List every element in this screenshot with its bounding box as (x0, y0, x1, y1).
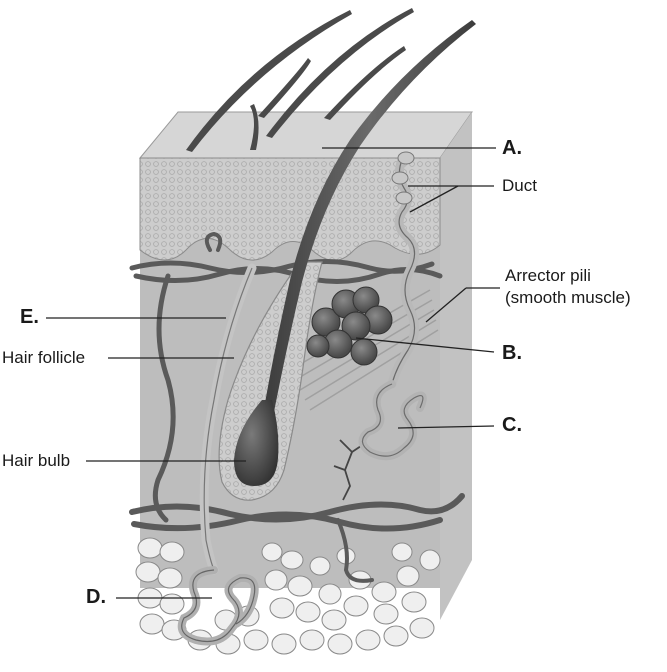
label-hair-follicle: Hair follicle (2, 348, 86, 367)
label-arrector-pili: Arrector pili (505, 266, 591, 285)
label-smooth-muscle: (smooth muscle) (505, 288, 631, 307)
duct-pores (391, 151, 415, 205)
leader-arrector (425, 287, 467, 323)
subcutaneous-fat (135, 537, 441, 655)
sweat-duct-outline (391, 159, 416, 385)
sweat-gland-coil-outline (361, 383, 424, 457)
block-side-face (440, 112, 472, 620)
label-a: A. (502, 137, 522, 159)
label-c: C. (502, 414, 522, 436)
lower-vessel-plexus (129, 493, 465, 583)
deep-gland-coil-outline (181, 569, 256, 643)
deep-gland-duct-outline (203, 267, 253, 571)
leader-lines (46, 147, 500, 599)
hair-bulb (234, 400, 279, 486)
sebaceous-gland (306, 286, 393, 366)
label-duct: Duct (502, 176, 537, 195)
leader-b (355, 337, 495, 353)
label-b: B. (502, 342, 522, 364)
surface-hairs (186, 8, 414, 152)
vertical-vessel (152, 273, 176, 523)
leader-c (397, 425, 495, 429)
label-hair-bulb: Hair bulb (2, 451, 71, 470)
label-e: E. (20, 306, 39, 328)
label-d: D. (86, 586, 106, 608)
leader-duct-2 (409, 185, 459, 213)
